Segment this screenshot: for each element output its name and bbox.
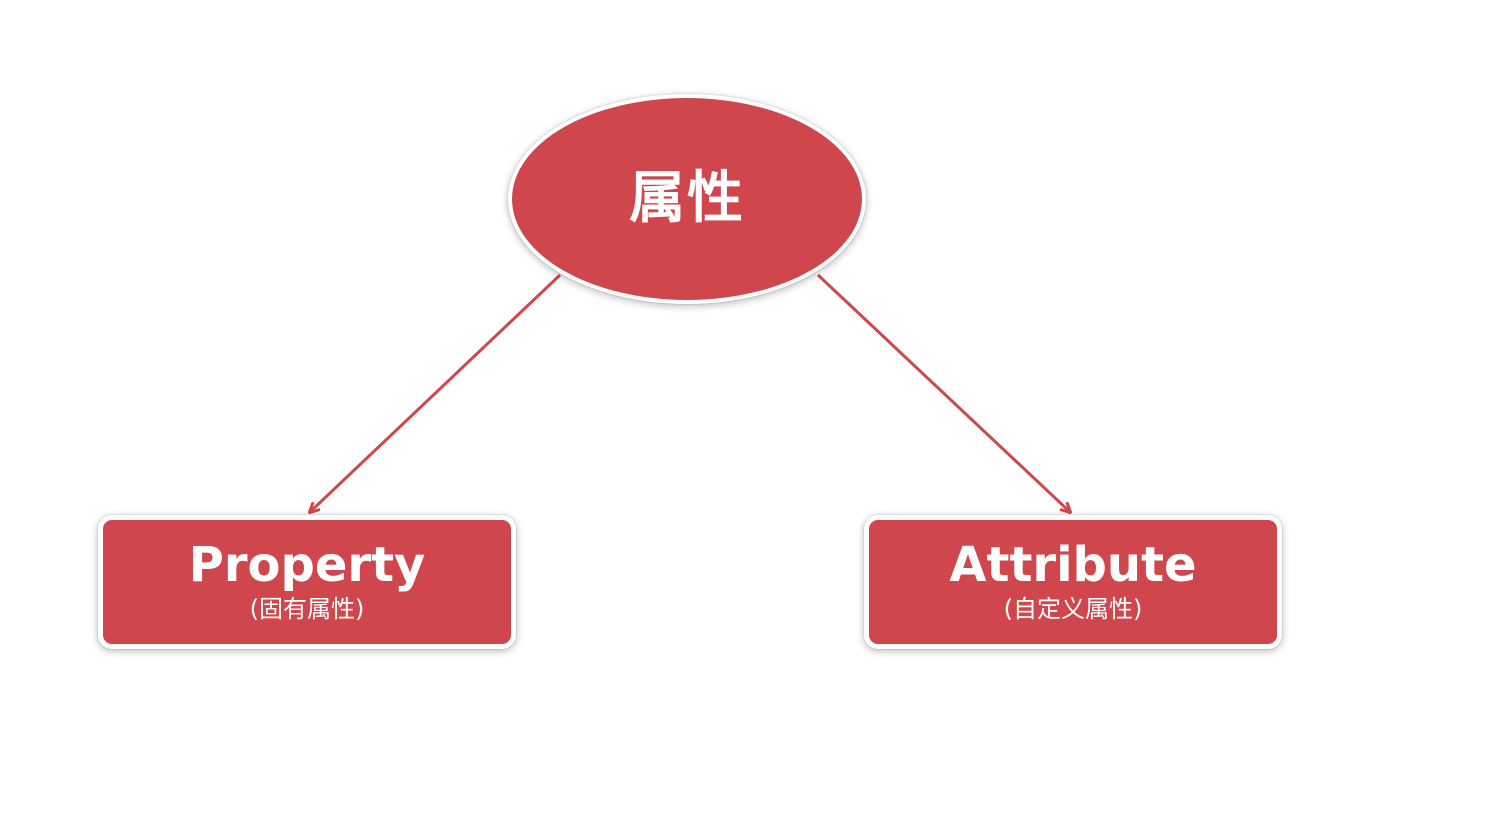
root-node: 属性 bbox=[508, 94, 866, 304]
arrow-to-property bbox=[310, 273, 562, 512]
property-node: Property (固有属性) bbox=[98, 515, 516, 649]
property-node-subtitle: (固有属性) bbox=[249, 594, 365, 623]
attribute-node: Attribute (自定义属性) bbox=[864, 515, 1282, 649]
attribute-node-title: Attribute bbox=[949, 537, 1197, 594]
root-node-label: 属性 bbox=[629, 166, 745, 231]
attribute-node-subtitle: (自定义属性) bbox=[1003, 594, 1143, 623]
property-node-title: Property bbox=[188, 537, 426, 594]
arrow-to-attribute bbox=[816, 273, 1070, 512]
